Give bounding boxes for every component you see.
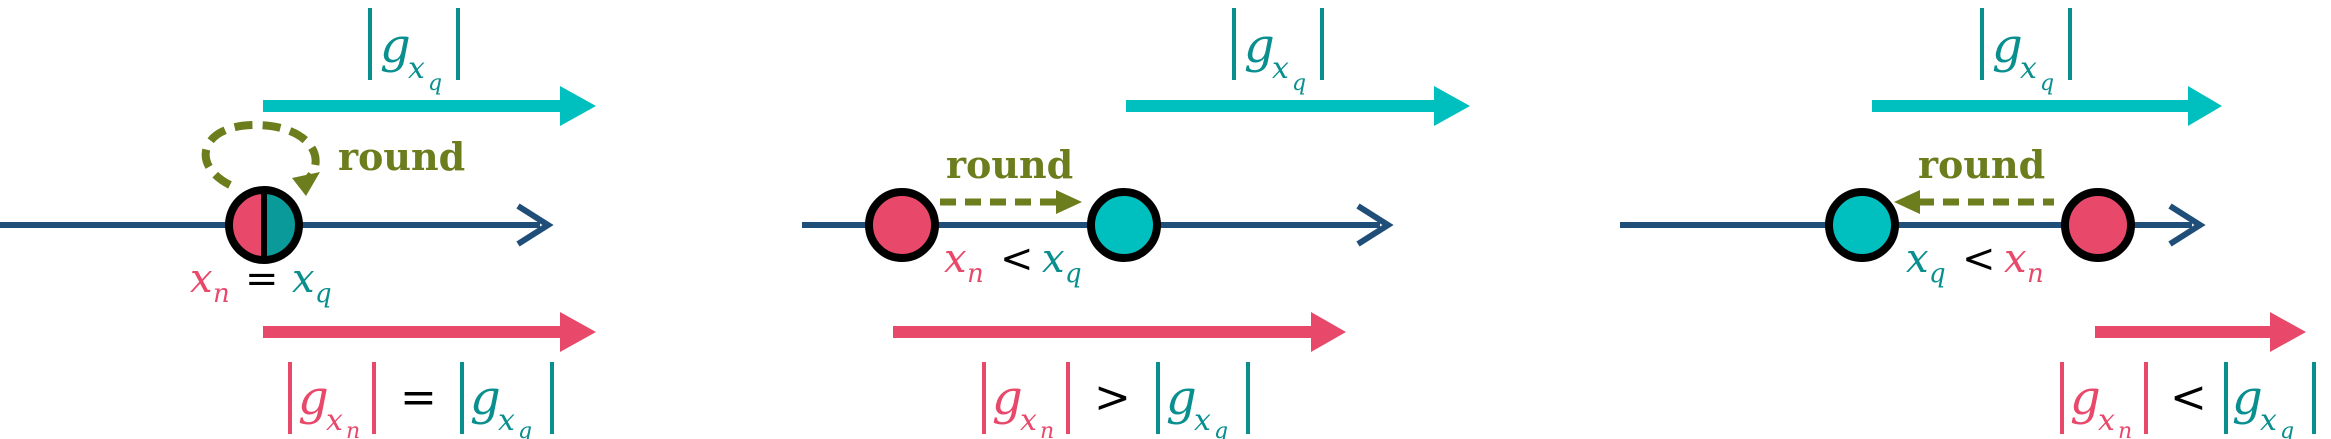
svg-text:x: x (326, 403, 343, 438)
svg-text:g: g (2070, 370, 2101, 426)
merged-point-circle (225, 186, 303, 264)
relation-operator: < (1962, 236, 1996, 282)
x_q-gradient-arrow (263, 86, 596, 126)
x_n-point (2061, 188, 2135, 262)
svg-text:x: x (2020, 51, 2037, 86)
round-arrow-right (940, 190, 1082, 214)
x_n-gradient-arrow (2095, 312, 2306, 352)
svg-text:x: x (2260, 403, 2277, 438)
svg-text:q: q (2280, 419, 2294, 439)
svg-text:x: x (2004, 236, 2027, 282)
position-relation: x n = x q (190, 256, 332, 309)
svg-text:q: q (2040, 71, 2054, 96)
svg-text:g: g (992, 370, 1023, 426)
svg-text:q: q (1065, 259, 1082, 289)
svg-text:q: q (1929, 259, 1946, 289)
svg-text:g: g (298, 370, 329, 426)
svg-text:q: q (518, 419, 532, 439)
gradient-operator: > (1094, 372, 1131, 423)
position-relation: x q < x n (1906, 236, 2044, 289)
svg-text:g: g (380, 18, 411, 74)
svg-text:x: x (2098, 403, 2115, 438)
svg-text:q: q (1214, 419, 1228, 439)
svg-text:x: x (1906, 236, 1929, 282)
round-label: round (338, 134, 465, 179)
relation-operator: < (1000, 236, 1034, 282)
top-grad-label: g x q (1980, 8, 2072, 96)
svg-text:q: q (1292, 71, 1306, 96)
svg-text:x: x (1194, 403, 1211, 438)
round-arrow-left (1894, 190, 2054, 214)
panel-3: g x q round x q < x n (1620, 8, 2316, 439)
gradient-operator: = (400, 372, 437, 423)
panel-2: g x q round x n < x q (802, 8, 1470, 439)
relation-operator: = (245, 256, 279, 302)
round-label: round (946, 142, 1073, 187)
svg-text:x: x (190, 256, 213, 302)
gradient-operator: < (2170, 372, 2207, 423)
x_q-point (1087, 188, 1161, 262)
svg-text:x: x (408, 51, 425, 86)
x_q-gradient-arrow (1126, 86, 1470, 126)
svg-text:g: g (2232, 370, 2263, 426)
top-grad-label: g x q (368, 8, 460, 96)
gradient-relation: g x n > g x q (982, 362, 1250, 439)
round-loop-arrow (201, 120, 320, 196)
svg-text:n: n (2027, 259, 2044, 289)
x_n-gradient-arrow (263, 312, 596, 352)
svg-text:x: x (1042, 236, 1065, 282)
svg-text:g: g (1244, 18, 1275, 74)
panel-1: g x q round x n (0, 8, 596, 439)
svg-text:q: q (428, 71, 442, 96)
top-grad-label: g x q (1232, 8, 1324, 96)
position-relation: x n < x q (944, 236, 1082, 289)
round-label: round (1918, 142, 2045, 187)
svg-text:x: x (498, 403, 515, 438)
x_n-point (865, 188, 939, 262)
svg-text:g: g (1992, 18, 2023, 74)
svg-text:n: n (213, 279, 230, 309)
svg-text:n: n (1040, 419, 1054, 439)
svg-text:g: g (470, 370, 501, 426)
svg-text:x: x (1020, 403, 1037, 438)
x_q-point (1825, 188, 1899, 262)
x_q-gradient-arrow (1872, 86, 2222, 126)
svg-text:x: x (944, 236, 967, 282)
svg-text:g: g (1166, 370, 1197, 426)
gradient-relation: g x n < g x q (2060, 362, 2316, 439)
svg-text:n: n (346, 419, 360, 439)
svg-text:n: n (967, 259, 984, 289)
svg-text:x: x (1272, 51, 1289, 86)
x_n-gradient-arrow (893, 312, 1346, 352)
svg-text:n: n (2118, 419, 2132, 439)
svg-text:q: q (315, 279, 332, 309)
svg-text:x: x (292, 256, 315, 302)
gradient-relation: g x n = g x q (288, 362, 554, 439)
